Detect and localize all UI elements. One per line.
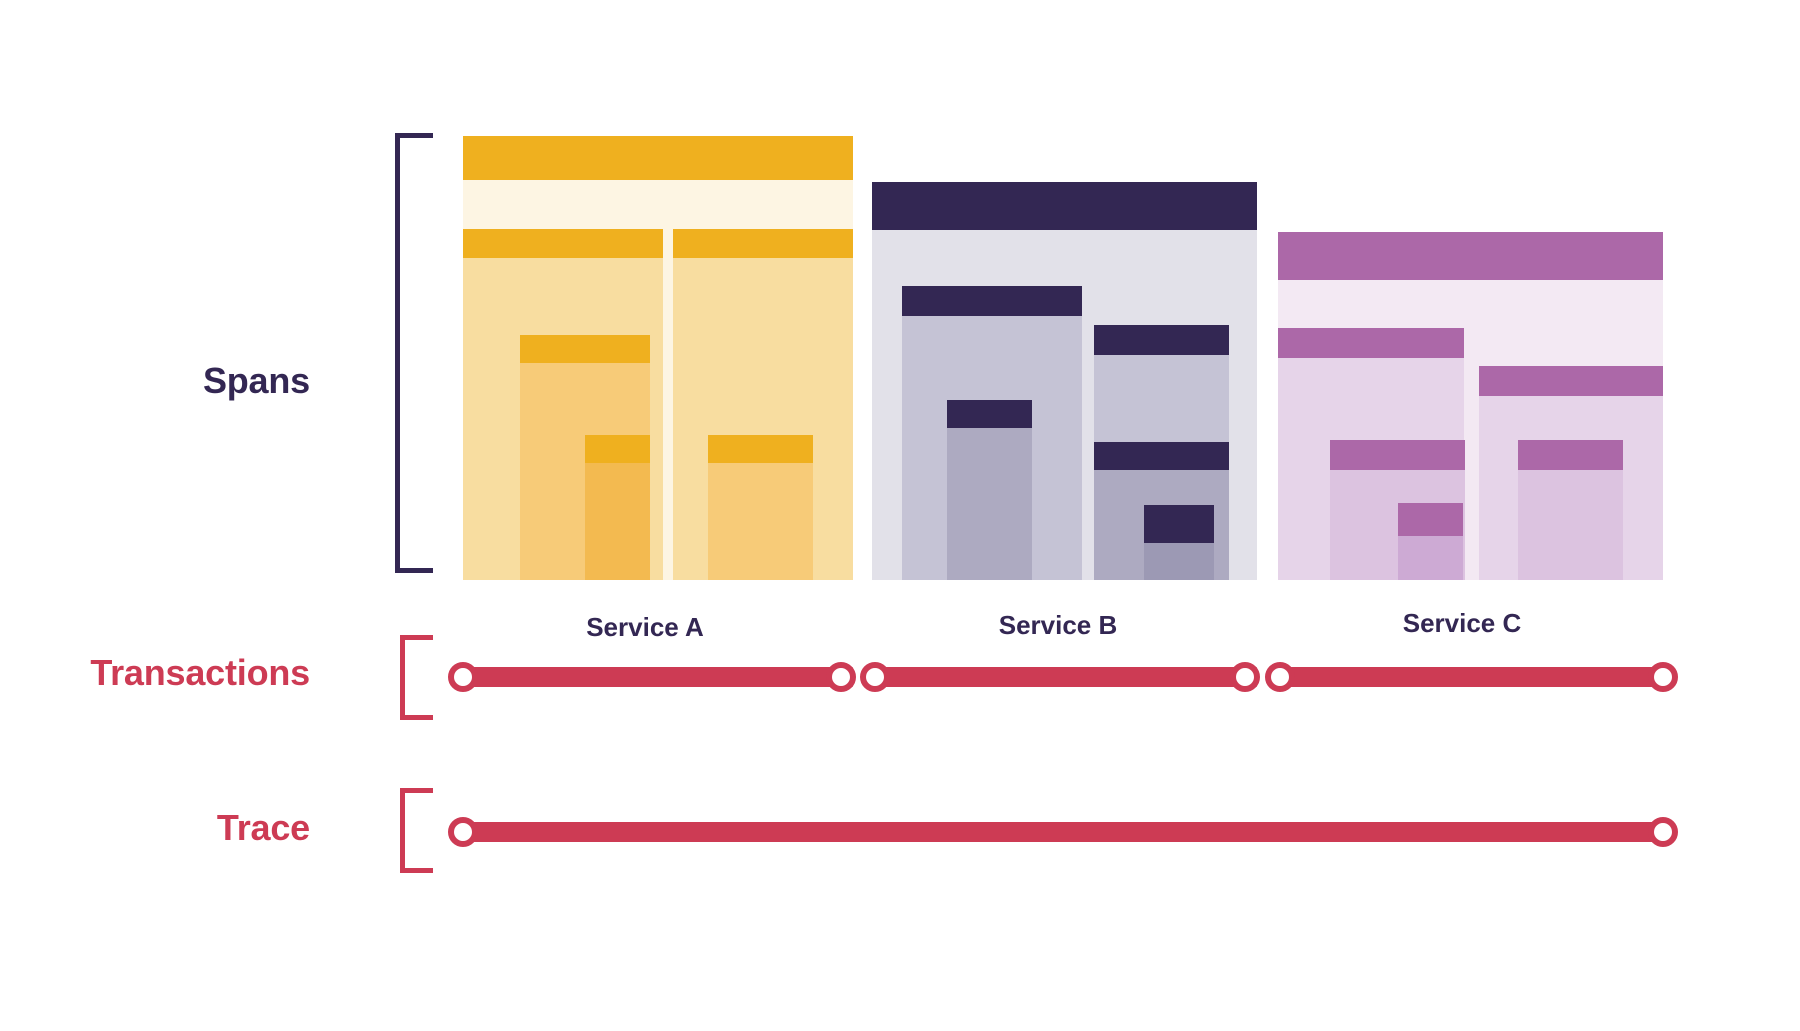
transaction-segment-c[interactable] bbox=[1275, 667, 1663, 687]
span-b6[interactable] bbox=[1144, 505, 1214, 580]
span-a4-header bbox=[520, 335, 650, 363]
span-a2-header bbox=[463, 229, 663, 258]
span-b4-body bbox=[947, 428, 1032, 580]
transaction-node-6[interactable] bbox=[1648, 662, 1678, 692]
span-c5[interactable] bbox=[1518, 440, 1623, 580]
span-c6-header bbox=[1398, 503, 1463, 536]
span-a5-header bbox=[585, 435, 650, 463]
transactions-timeline bbox=[0, 652, 1800, 702]
span-a5-body bbox=[585, 463, 650, 580]
span-b6-body bbox=[1144, 543, 1214, 580]
span-a5[interactable] bbox=[585, 435, 650, 580]
trace-segment[interactable] bbox=[463, 822, 1663, 842]
span-b2-header bbox=[902, 286, 1082, 316]
span-b6-header bbox=[1144, 505, 1214, 543]
span-c6[interactable] bbox=[1398, 503, 1463, 580]
span-a3[interactable] bbox=[673, 229, 853, 580]
span-a3-header bbox=[673, 229, 853, 258]
span-c5-body bbox=[1518, 470, 1623, 580]
span-c5-header bbox=[1518, 440, 1623, 470]
bracket-transactions bbox=[400, 635, 433, 720]
span-group-2 bbox=[872, 0, 1257, 580]
span-b4[interactable] bbox=[947, 400, 1032, 580]
span-c1-header bbox=[1278, 232, 1663, 280]
span-a6[interactable] bbox=[708, 435, 813, 580]
service-caption-1: Service A bbox=[586, 612, 704, 642]
span-a6-body bbox=[708, 463, 813, 580]
row-label-spans: Spans bbox=[202, 360, 310, 401]
bracket-spans bbox=[395, 133, 433, 573]
span-group-3 bbox=[1278, 0, 1663, 580]
span-a6-header bbox=[708, 435, 813, 463]
transaction-segment-a[interactable] bbox=[463, 667, 853, 687]
span-b1-header bbox=[872, 182, 1257, 230]
service-caption-2: Service B bbox=[998, 610, 1118, 640]
transaction-node-2[interactable] bbox=[826, 662, 856, 692]
span-a1-header bbox=[463, 136, 853, 180]
transaction-node-4[interactable] bbox=[1230, 662, 1260, 692]
transaction-segment-b[interactable] bbox=[870, 667, 1257, 687]
trace-node-end[interactable] bbox=[1648, 817, 1678, 847]
trace-timeline bbox=[0, 807, 1800, 857]
row-label-transactions: Transactions bbox=[90, 652, 310, 693]
span-c3-header bbox=[1479, 366, 1663, 396]
transaction-node-5[interactable] bbox=[1265, 662, 1295, 692]
spans-area bbox=[463, 0, 1663, 580]
transaction-node-3[interactable] bbox=[860, 662, 890, 692]
bracket-trace bbox=[400, 788, 433, 873]
row-label-trace: Trace bbox=[216, 807, 310, 848]
span-group-1 bbox=[463, 0, 853, 580]
span-b4-header bbox=[947, 400, 1032, 428]
span-c6-body bbox=[1398, 536, 1463, 580]
span-c4-header bbox=[1330, 440, 1465, 470]
span-b3-header bbox=[1094, 325, 1229, 355]
span-c2-header bbox=[1278, 328, 1464, 358]
trace-node-start[interactable] bbox=[448, 817, 478, 847]
service-caption-3: Service C bbox=[1402, 608, 1522, 638]
transaction-node-1[interactable] bbox=[448, 662, 478, 692]
span-b5-header bbox=[1094, 442, 1229, 470]
